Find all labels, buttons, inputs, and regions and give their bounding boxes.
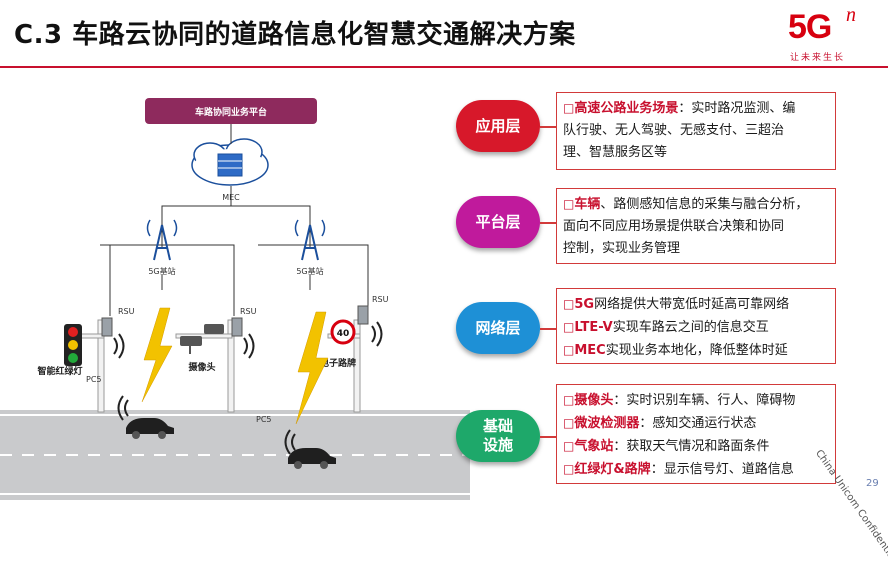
- layer-description-line: □摄像头：实时识别车辆、行人、障碍物: [563, 389, 829, 412]
- layer-box-platform: □车辆、路侧感知信息的采集与融合分析， 面向不同应用场景提供联合决策和协同控制，实…: [556, 188, 836, 264]
- layer-connector: [540, 126, 556, 128]
- description-text: ：获取天气情况和路面条件: [613, 439, 770, 454]
- layer-badge-infrastructure: 基础 设施: [456, 410, 540, 462]
- pc5-road-label: PC5: [256, 415, 272, 424]
- camera-icon: [180, 324, 224, 354]
- checkbox-bullet-icon: □: [563, 297, 575, 311]
- layer-description-line: □气象站：获取天气情况和路面条件: [563, 435, 829, 458]
- layer-connector: [540, 436, 556, 438]
- wireless-lightning-icons: [141, 307, 329, 425]
- checkbox-bullet-icon: □: [563, 101, 575, 115]
- layer-connector: [540, 222, 556, 224]
- keyword-text: 红绿灯&路牌: [574, 462, 651, 477]
- description-text: 网络提供大带宽低时延高可靠网络: [594, 297, 790, 312]
- layer-badge-platform: 平台层: [456, 196, 540, 248]
- description-text: 、路侧感知信息的采集与融合分析，: [600, 197, 809, 212]
- header-divider: [0, 66, 888, 68]
- layer-description-line: 队行驶、无人驾驶、无感支付、三超治: [563, 120, 829, 142]
- layer-description-line: □LTE-V实现车路云之间的信息交互: [563, 316, 829, 339]
- layer-description-line: 理、智慧服务区等: [563, 142, 829, 164]
- base-station-right-label: 5G基站: [296, 266, 323, 276]
- description-text: 队行驶、无人驾驶、无感支付、三超治: [563, 123, 785, 138]
- checkbox-bullet-icon: □: [563, 462, 575, 476]
- speed-limit-sign-icon: 40: [330, 319, 356, 345]
- checkbox-bullet-icon: □: [563, 439, 575, 453]
- keyword-text: 车辆: [574, 197, 601, 212]
- layer-description-line: 控制，实现业务管理: [563, 238, 829, 260]
- layer-description-line: □MEC实现业务本地化，降低整体时延: [563, 339, 829, 362]
- layer-description-line: □5G网络提供大带宽低时延高可靠网络: [563, 293, 829, 316]
- logo-mark: 5G: [788, 8, 832, 46]
- layer-badge-network: 网络层: [456, 302, 540, 354]
- camera-label: 摄像头: [188, 361, 215, 373]
- sign-label: 电子路牌: [320, 357, 356, 369]
- description-text: 面向不同应用场景提供联合决策和协同: [563, 219, 785, 234]
- layer-description-line: □高速公路业务场景：实时路况监测、编: [563, 97, 829, 120]
- layer-box-network: □5G网络提供大带宽低时延高可靠网络□LTE-V实现车路云之间的信息交互□MEC…: [556, 288, 836, 364]
- checkbox-bullet-icon: □: [563, 343, 575, 357]
- keyword-text: LTE-V: [574, 320, 613, 335]
- keyword-text: 高速公路业务场景: [574, 101, 679, 116]
- logo: 5G n 让未来生长: [782, 4, 878, 64]
- checkbox-bullet-icon: □: [563, 197, 575, 211]
- confidential-watermark: China Unicom Confidential: [812, 448, 888, 563]
- keyword-text: 摄像头: [574, 393, 614, 408]
- car-icon: [288, 448, 336, 469]
- speed-limit-value: 40: [337, 329, 350, 339]
- layer-description-line: □微波检测器：感知交通运行状态: [563, 412, 829, 435]
- checkbox-bullet-icon: □: [563, 393, 575, 407]
- description-text: 控制，实现业务管理: [563, 241, 681, 256]
- logo-superscript: n: [846, 4, 856, 26]
- keyword-text: 微波检测器: [574, 416, 640, 431]
- layer-badge-application: 应用层: [456, 100, 540, 152]
- description-text: ：感知交通运行状态: [639, 416, 757, 431]
- description-text: ：显示信号灯、道路信息: [650, 462, 794, 477]
- description-text: ：实时识别车辆、行人、障碍物: [613, 393, 796, 408]
- layer-description-line: □红绿灯&路牌：显示信号灯、道路信息: [563, 458, 829, 481]
- rsu-devices: [101, 305, 369, 337]
- layer-connector: [540, 328, 556, 330]
- layer-box-infrastructure: □摄像头：实时识别车辆、行人、障碍物□微波检测器：感知交通运行状态□气象站：获取…: [556, 384, 836, 484]
- description-text: ：实时路况监测、编: [678, 101, 796, 116]
- keyword-text: 5G: [574, 297, 595, 312]
- traffic-light-label: 智能红绿灯: [37, 365, 82, 377]
- base-station-left-label: 5G基站: [148, 266, 175, 276]
- keyword-text: MEC: [574, 343, 606, 358]
- pc5-left-label: PC5: [86, 375, 102, 384]
- layer-box-application: □高速公路业务场景：实时路况监测、编队行驶、无人驾驶、无感支付、三超治理、智慧服…: [556, 92, 836, 170]
- base-station-left-icon: [146, 219, 178, 261]
- layer-description-line: □车辆、路侧感知信息的采集与融合分析，: [563, 193, 829, 216]
- checkbox-bullet-icon: □: [563, 320, 575, 334]
- platform-bar: 车路协同业务平台: [145, 98, 317, 124]
- description-text: 理、智慧服务区等: [563, 145, 668, 160]
- platform-label: 车路协同业务平台: [195, 106, 267, 118]
- checkbox-bullet-icon: □: [563, 416, 575, 430]
- road: [0, 410, 470, 500]
- page-title: C.3 车路云协同的道路信息化智慧交通解决方案: [14, 20, 576, 50]
- traffic-light-icon: [64, 324, 82, 366]
- car-icon: [126, 418, 174, 439]
- architecture-diagram: 车路协同业务平台 MEC 5G基站: [0, 98, 470, 500]
- rsu-label-1: RSU: [118, 307, 135, 316]
- signal-wave-icons: [113, 321, 383, 455]
- layer-description-line: 面向不同应用场景提供联合决策和协同: [563, 216, 829, 238]
- base-station-right-icon: [294, 219, 326, 261]
- keyword-text: 气象站: [574, 439, 614, 454]
- rsu-label-3: RSU: [372, 295, 389, 304]
- page-number: 29: [866, 478, 879, 489]
- description-text: 实现车路云之间的信息交互: [612, 320, 769, 335]
- description-text: 实现业务本地化，降低整体时延: [605, 343, 788, 358]
- mec-cloud-icon: [191, 138, 269, 186]
- rsu-label-2: RSU: [240, 307, 257, 316]
- logo-slogan: 让未来生长: [790, 53, 846, 63]
